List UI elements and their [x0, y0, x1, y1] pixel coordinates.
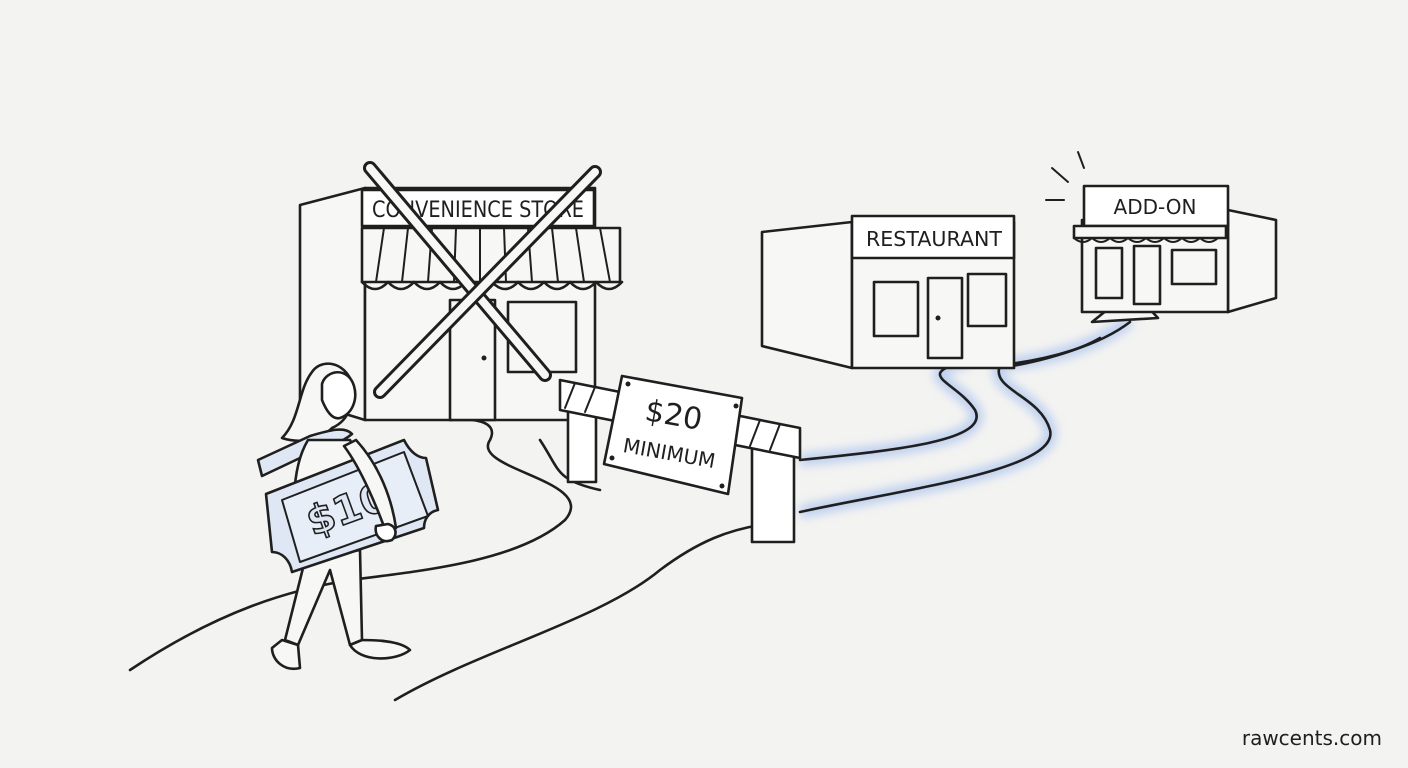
minimum-barrier: $20 MINIMUM — [558, 374, 802, 544]
highlight-route — [798, 288, 1160, 518]
restaurant-sign: RESTAURANT — [866, 227, 1003, 251]
addon-sign: ADD-ON — [1114, 195, 1197, 219]
restaurant: RESTAURANT — [760, 214, 1016, 370]
cross-out-mark — [363, 161, 602, 399]
ground-paths — [128, 418, 762, 702]
shine-lines — [1045, 151, 1085, 201]
convenience-store: CONVENIENCE STORE — [298, 161, 624, 422]
watermark: rawcents.com — [1241, 726, 1382, 750]
woman-walking: $10 — [256, 362, 440, 671]
addon-shop: ADD-ON — [1045, 151, 1278, 314]
